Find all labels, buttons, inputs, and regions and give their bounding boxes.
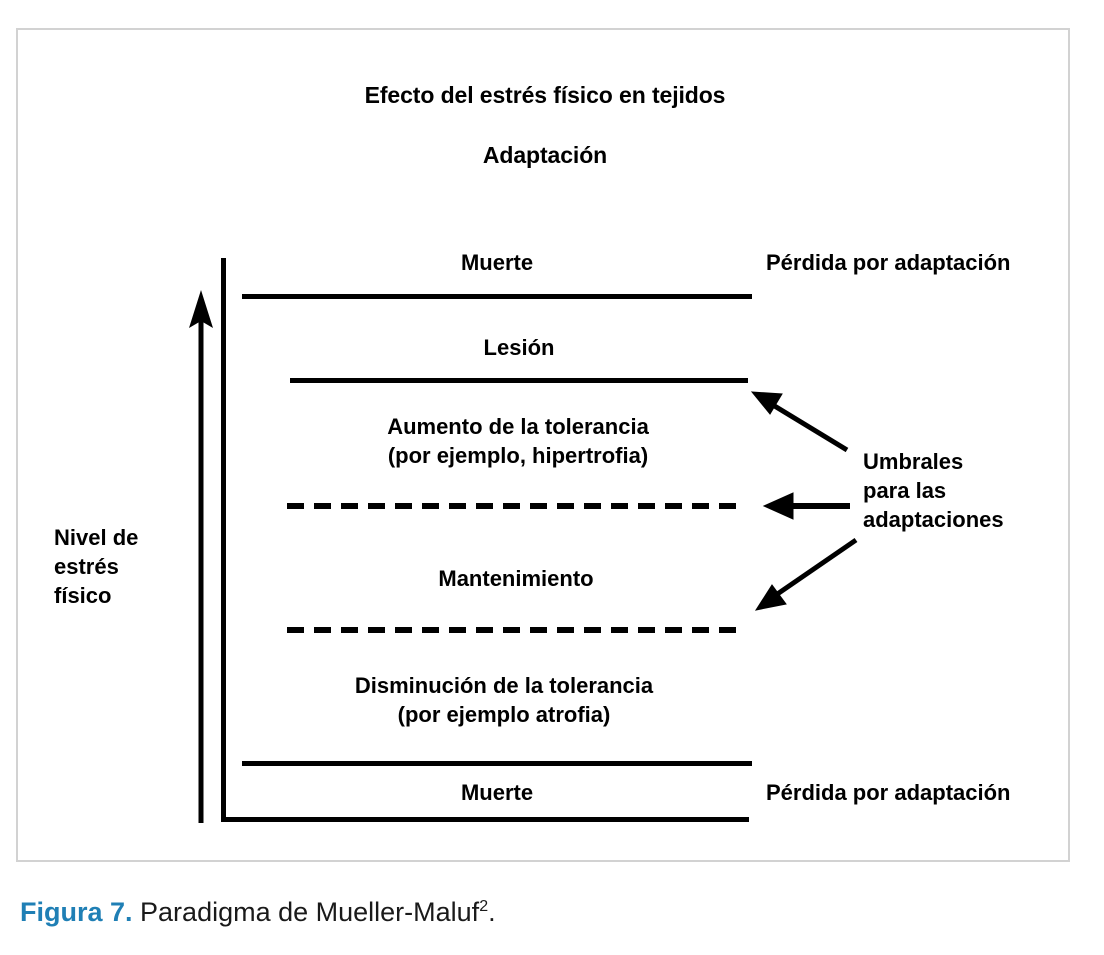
caption-text: Paradigma de Mueller-Maluf (132, 897, 480, 927)
arrow-to-upper-adaptation-threshold (762, 492, 850, 520)
zone-label-muerte-top: Muerte (460, 250, 534, 275)
boundary-line-injury-threshold (290, 378, 748, 383)
y-axis-label: Nivel de estrés físico (54, 525, 139, 608)
caption-superscript-reference: 2 (479, 898, 489, 915)
arrow-to-lower-adaptation-threshold (754, 537, 858, 611)
zone-label-disminucion-tolerancia: Disminución de la tolerancia (por ejempl… (354, 673, 654, 727)
annotation-perdida-adaptacion-top: Pérdida por adaptación (766, 250, 1011, 275)
chart-subtitle: Adaptación (482, 142, 608, 168)
annotation-perdida-adaptacion-bottom: Pérdida por adaptación (766, 780, 1011, 805)
zone-label-aumento-tolerancia: Aumento de la tolerancia (por ejemplo, h… (387, 414, 649, 468)
boundary-line-adaptation-threshold-lower (287, 627, 745, 633)
plot-area: Muerte Lesión Aumento de la tolerancia (… (18, 30, 1072, 864)
boundary-line-death-upper (242, 294, 752, 299)
caption-period: . (488, 897, 496, 927)
figure-caption: Figura 7. Paradigma de Mueller-Maluf2. (20, 890, 496, 929)
annotation-umbrales-adaptaciones: Umbrales para las adaptaciones (863, 449, 1004, 532)
zone-label-lesion: Lesión (483, 335, 555, 360)
zone-label-mantenimiento: Mantenimiento (438, 566, 594, 591)
chart-title: Efecto del estrés físico en tejidos (364, 82, 726, 108)
figure-frame: Efecto del estrés físico en tejidos Adap… (16, 28, 1070, 862)
x-axis-line (221, 817, 749, 822)
zone-label-muerte-bottom: Muerte (460, 780, 534, 805)
stress-up-arrow-icon (189, 290, 213, 823)
caption-prefix: Figura 7. (20, 897, 133, 927)
boundary-line-adaptation-threshold-upper (287, 503, 745, 509)
boundary-line-death-lower (242, 761, 752, 766)
y-axis-line (221, 258, 226, 822)
